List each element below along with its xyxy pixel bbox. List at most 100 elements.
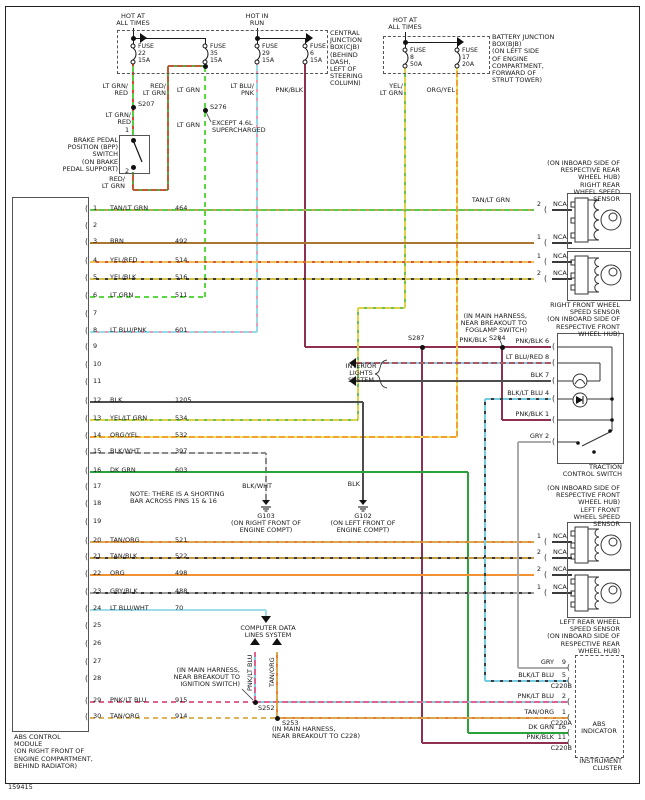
module-pin-circuit-text: 1205 bbox=[175, 396, 192, 404]
module-pin-bracket: ( bbox=[84, 396, 89, 405]
module-pin-circuit-text: 601 bbox=[175, 326, 188, 334]
ground-label-g103-line: (ON RIGHT FRONT OF bbox=[230, 519, 302, 528]
cluster-pin-number: 1 bbox=[562, 708, 566, 716]
module-pin-number-text: 26 bbox=[93, 639, 102, 647]
bpp-pin-top-text: 1 bbox=[125, 126, 130, 134]
module-pin-number: 23 bbox=[93, 587, 101, 595]
wire-tan-org-521 bbox=[90, 541, 534, 543]
module-pin-wire-color: LT GRN bbox=[110, 291, 133, 299]
module-pin-number: 29 bbox=[93, 696, 102, 704]
module-pin-number-text: 29 bbox=[93, 696, 102, 704]
wire-color-label-line: LT BLU/ bbox=[230, 82, 254, 90]
wire-org-yel-532 bbox=[90, 436, 457, 438]
fuse-label-line: 15A bbox=[310, 57, 323, 65]
wire-lt-blu-red bbox=[356, 362, 551, 364]
module-pin-wire-color: LT BLU/WHT bbox=[110, 604, 149, 612]
module-pin-number-text: 3 bbox=[93, 237, 98, 245]
ground-label-g102-line: ENGINE COMPT) bbox=[336, 526, 390, 535]
sensor-pin-nca: NCA bbox=[553, 548, 567, 556]
sensor-pin-bracket: ( bbox=[543, 570, 548, 579]
traction-pin-number-text: 4 bbox=[545, 389, 550, 397]
sensor-pin-number-text: 2 bbox=[536, 269, 541, 277]
traction-pin-label-text: BLK/LT BLU bbox=[507, 389, 543, 397]
module-pin-bracket: ( bbox=[84, 291, 89, 300]
sensor-pin-bracket: ( bbox=[543, 274, 548, 283]
wire-color-label: BLK/WHT bbox=[242, 482, 272, 490]
module-title-line: MODULE bbox=[14, 740, 43, 749]
sensor-pin-bracket: ( bbox=[543, 238, 548, 247]
sensor-pin-number: 2 bbox=[536, 565, 541, 573]
module-pin-bracket: ( bbox=[84, 674, 89, 683]
sensor-pin-number-text: 2 bbox=[536, 200, 541, 208]
module-pin-number-text: 25 bbox=[93, 621, 102, 629]
module-pin-circuit-text: 516 bbox=[175, 273, 188, 281]
note-s252-breakout-line: IGNITION SWITCH) bbox=[180, 680, 240, 689]
module-pin-wire-color-text: LT BLU/WHT bbox=[110, 604, 149, 612]
wire-color-label: BLK bbox=[348, 480, 360, 488]
module-pin-wire-color: YEL/BLK bbox=[110, 273, 136, 281]
feed-hot-at-all-times-left-line: HOT AT bbox=[121, 12, 145, 20]
abs-indicator-label-line: ABS bbox=[592, 720, 606, 728]
module-pin-number-text: 9 bbox=[93, 342, 98, 350]
module-pin-circuit: 397 bbox=[175, 447, 187, 455]
wire-tan-lt-grn-464 bbox=[90, 209, 534, 211]
feed-hot-in-run-line: HOT IN bbox=[245, 12, 269, 20]
module-pin-bracket: ( bbox=[84, 326, 89, 335]
module-pin-bracket: ( bbox=[84, 657, 89, 666]
splice-label-s253-text: S253 bbox=[282, 719, 299, 727]
traction-pin-bracket: ( bbox=[551, 415, 556, 424]
sensor-label-left-front-wheel-speed-sensor-line: SENSOR bbox=[593, 520, 620, 529]
module-pin-bracket: ( bbox=[84, 309, 89, 318]
note-foglamp-breakout-line: NEAR BREAKOUT TO bbox=[460, 319, 527, 328]
splice-label-s207-text: S207 bbox=[138, 100, 155, 108]
traction-pin-number: 6 bbox=[545, 337, 549, 345]
fuse-label-line: 50A bbox=[410, 61, 423, 69]
note-shorting-bar-line: NOTE: THERE IS A SHORTING bbox=[130, 490, 225, 498]
wire-sensor-stubs bbox=[552, 209, 572, 211]
bpp-title-line: PEDAL SUPPORT) bbox=[62, 164, 118, 173]
battery-junction-box bbox=[383, 36, 490, 74]
module-pin-wire-color: TAN/BLK bbox=[110, 552, 137, 560]
instrument-cluster-box bbox=[575, 655, 624, 758]
cjb-title-line: CENTRAL bbox=[330, 29, 360, 37]
interior-lights-system-label-line: SYSTEM bbox=[348, 376, 374, 385]
module-pin-number-text: 21 bbox=[93, 552, 102, 560]
bpp-title-line: (ON BRAKE bbox=[81, 157, 118, 166]
cluster-pin-bracket: ( bbox=[566, 728, 571, 737]
computer-data-lines-label-line: LINES SYSTEM bbox=[244, 631, 292, 640]
sensor-pin-number: 1 bbox=[537, 532, 541, 540]
module-pin-number: 17 bbox=[93, 482, 101, 490]
module-pin-number: 19 bbox=[93, 517, 101, 525]
traction-pin-number-text: 7 bbox=[545, 371, 550, 379]
module-pin-circuit-text: 915 bbox=[175, 696, 188, 704]
module-pin-wire-color-text: BLK/WHT bbox=[110, 447, 140, 455]
module-pin-circuit-text: 603 bbox=[175, 466, 188, 474]
note-shorting-bar-line: BAR ACROSS PINS 15 & 16 bbox=[130, 497, 217, 506]
splice-label-s207: S207 bbox=[138, 100, 155, 108]
module-pin-number: 16 bbox=[93, 466, 101, 474]
module-pin-number-text: 11 bbox=[93, 377, 102, 385]
module-pin-wire-color-text: GRY/BLK bbox=[110, 587, 138, 595]
wire-color-label: YEL/LT GRN bbox=[380, 82, 403, 97]
module-pin-number: 20 bbox=[93, 536, 101, 544]
bpp-title-line: POSITION (BPP) bbox=[67, 143, 118, 152]
cluster-pin-label-text: BLK/LT BLU bbox=[518, 671, 554, 679]
splice-label-s252: S252 bbox=[258, 704, 275, 712]
sensor-box-left-rear-wheel-speed-sensor bbox=[567, 570, 631, 618]
sensor-pin-number-text: 2 bbox=[536, 565, 541, 573]
sensor-pin-nca-text: NCA bbox=[553, 548, 567, 556]
module-pin-number-text: 15 bbox=[93, 447, 102, 455]
ground-label-g102-line: (ON LEFT FRONT OF bbox=[330, 519, 396, 528]
wire-lt-grn-red bbox=[132, 62, 134, 135]
computer-data-lines-label-line: COMPUTER DATA bbox=[240, 624, 296, 632]
cluster-pin-label-text: DK GRN bbox=[528, 723, 554, 731]
wire-lt-blu-wht-70 bbox=[90, 609, 266, 611]
